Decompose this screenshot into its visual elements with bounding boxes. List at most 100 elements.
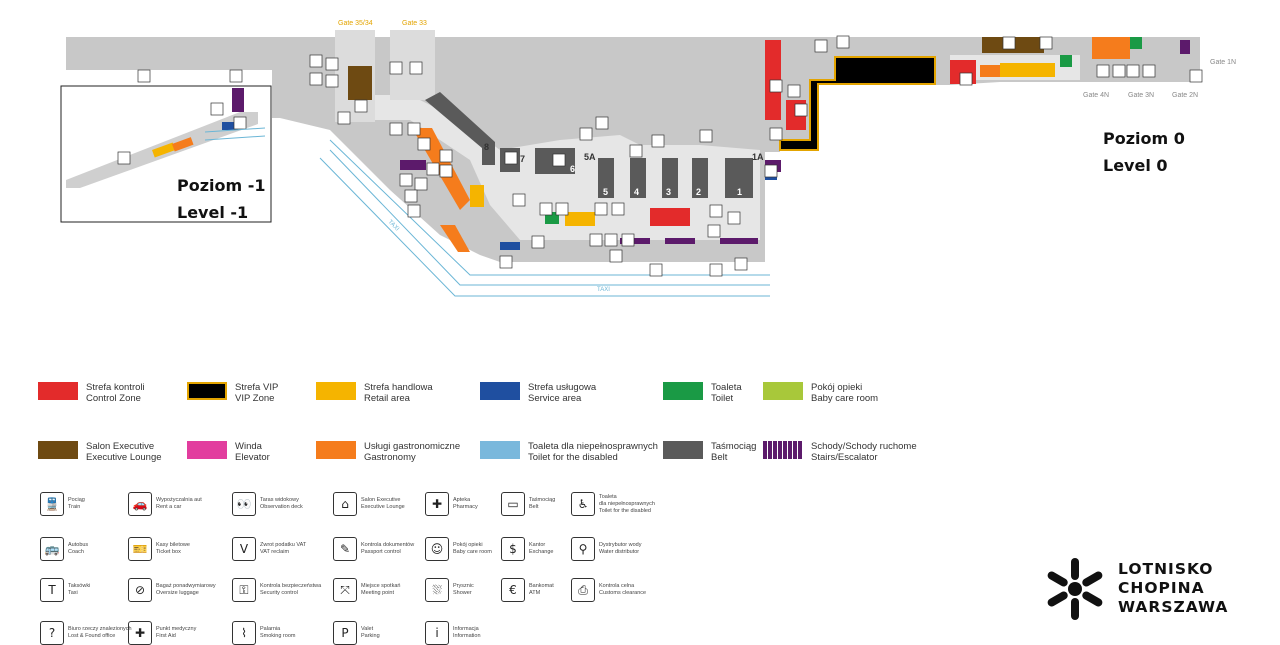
legend-icon-label-en: Executive Lounge bbox=[361, 504, 405, 510]
map-icons bbox=[137, 35, 1203, 277]
gastro-2 bbox=[980, 65, 1000, 77]
legend-icon-label-en: Parking bbox=[361, 633, 380, 639]
legend-label-en: Retail area bbox=[364, 393, 410, 404]
svg-text:1A: 1A bbox=[752, 152, 764, 162]
legend-label-en: VIP Zone bbox=[235, 393, 275, 404]
legend-label-pl: Taśmociąg bbox=[711, 441, 757, 452]
svg-text:4: 4 bbox=[634, 187, 639, 197]
legend-icon-label-en: VAT reclaim bbox=[260, 549, 290, 555]
legend-swatch bbox=[38, 441, 78, 459]
legend-icon-label-pl: Punkt medyczny bbox=[156, 626, 197, 632]
legend-swatch bbox=[480, 441, 520, 459]
taxi-label-2: TAXI bbox=[597, 287, 610, 293]
legend-icon-label-pl: Kontrola celna bbox=[599, 583, 635, 589]
legend-swatch bbox=[663, 382, 703, 400]
legend-icon-label-en: Shower bbox=[453, 590, 472, 596]
baby-icon: ☺ bbox=[425, 537, 449, 561]
svg-text:7: 7 bbox=[520, 154, 525, 164]
legend-icon-label-en: Baby care room bbox=[453, 549, 492, 555]
legend-icon-label-pl: Wypożyczalnia aut bbox=[156, 497, 202, 503]
gastro-1 bbox=[1092, 37, 1130, 59]
legend-swatch bbox=[763, 382, 803, 400]
legend-icon-label-pl: Kontrola bezpieczeństwa bbox=[260, 583, 322, 589]
train-icon: 🚆 bbox=[40, 492, 64, 516]
pharmacy-icon: ✚ bbox=[425, 492, 449, 516]
legend-label-pl: Schody/Schody ruchome bbox=[811, 441, 917, 452]
svg-text:5A: 5A bbox=[584, 152, 596, 162]
retail-3 bbox=[565, 212, 595, 226]
binoculars-icon: 👀 bbox=[232, 492, 256, 516]
wheelchair-icon: ♿ bbox=[571, 492, 595, 516]
security-icon: ⚿ bbox=[232, 578, 256, 602]
legend-icon-label-pl: Kasy biletowe bbox=[156, 542, 190, 548]
exchange-icon: $ bbox=[501, 537, 525, 561]
legend-label-en: Executive Lounge bbox=[86, 452, 162, 463]
legend-swatch bbox=[663, 441, 703, 459]
suitcase-icon: ▭ bbox=[501, 492, 525, 516]
legend-icon-label-pl: Biuro rzeczy znalezionych bbox=[68, 626, 132, 632]
legend-label-en: Stairs/Escalator bbox=[811, 452, 878, 463]
first-aid-icon: ✚ bbox=[128, 621, 152, 645]
gastro-4 bbox=[440, 225, 470, 252]
legend-icon-label-en: Train bbox=[68, 504, 81, 510]
ticket-icon: 🎫 bbox=[128, 537, 152, 561]
smoking-icon: ⌇ bbox=[232, 621, 256, 645]
legend-label-pl: Strefa kontroli bbox=[86, 382, 145, 393]
terminal-map: 8 7 6 5A 5 4 3 2 1A 1 TAXI TAXI bbox=[60, 30, 1203, 297]
toilet-2 bbox=[1060, 55, 1072, 67]
legend-label-pl: Toaleta bbox=[711, 382, 742, 393]
legend-label-pl: Strefa handlowa bbox=[364, 382, 433, 393]
taxi-roads bbox=[319, 139, 770, 297]
vip-zone bbox=[779, 56, 936, 151]
legend-swatch bbox=[763, 441, 803, 459]
legend-icon-label-pl: Taśmociąg bbox=[529, 497, 556, 503]
car-key-icon: 🚗 bbox=[128, 492, 152, 516]
legend-label-en: Service area bbox=[528, 393, 582, 404]
legend-icon-label-en: First Aid bbox=[156, 633, 176, 639]
legend-label-en: Gastronomy bbox=[364, 452, 416, 463]
logo-wordmark: LOTNISKO CHOPINA WARSZAWA bbox=[1118, 560, 1228, 617]
svg-text:5: 5 bbox=[603, 187, 608, 197]
gate-label: Gate 3N bbox=[1128, 92, 1155, 99]
svg-text:1: 1 bbox=[737, 187, 742, 197]
legend-label-pl: Winda bbox=[235, 441, 262, 452]
legend-label-en: Belt bbox=[711, 452, 728, 463]
legend-icon-label-pl: Taras widokowy bbox=[260, 497, 299, 503]
legend-icon-label-en: Water distributor bbox=[599, 549, 640, 555]
